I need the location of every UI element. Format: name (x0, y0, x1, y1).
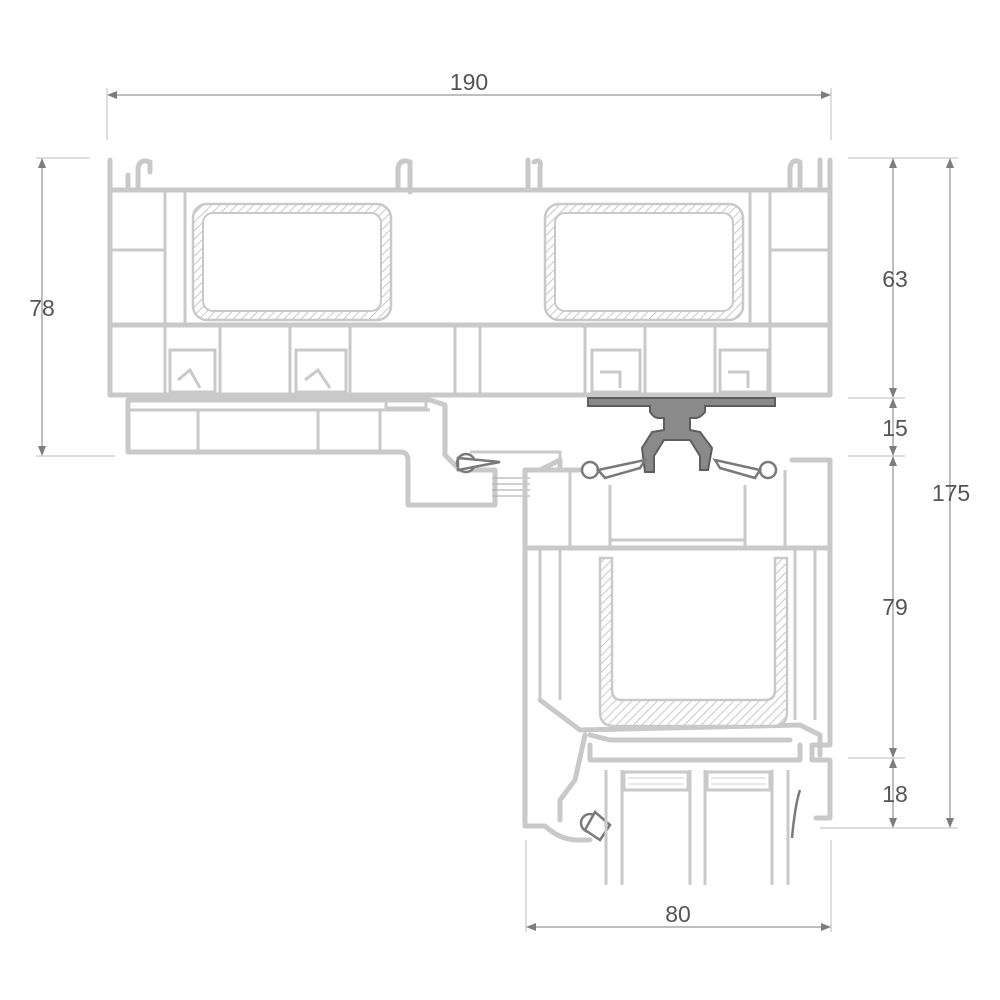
dim-sash-overlap: 18 (882, 781, 908, 807)
dimension-lines (36, 88, 958, 932)
dim-total-height: 175 (932, 480, 970, 506)
glazing-unit (604, 770, 790, 885)
sash-gaskets (579, 458, 802, 842)
steel-reinforcement-right (543, 202, 745, 322)
dim-width-top: 190 (450, 69, 488, 95)
dim-connector-gap: 15 (882, 415, 908, 441)
coupling-connector (587, 397, 776, 473)
sash-profile (522, 457, 833, 843)
frame-lower-block (125, 397, 562, 508)
dim-frame-depth: 63 (882, 266, 908, 292)
steel-reinforcement-left (191, 202, 393, 322)
seal-gasket-left (455, 452, 530, 497)
steel-reinforcement-sash (598, 556, 789, 728)
dim-width-bottom: 80 (665, 901, 691, 927)
dim-height-left: 78 (29, 295, 55, 321)
frame-profile (107, 157, 833, 398)
dim-sash-depth: 79 (882, 594, 908, 620)
